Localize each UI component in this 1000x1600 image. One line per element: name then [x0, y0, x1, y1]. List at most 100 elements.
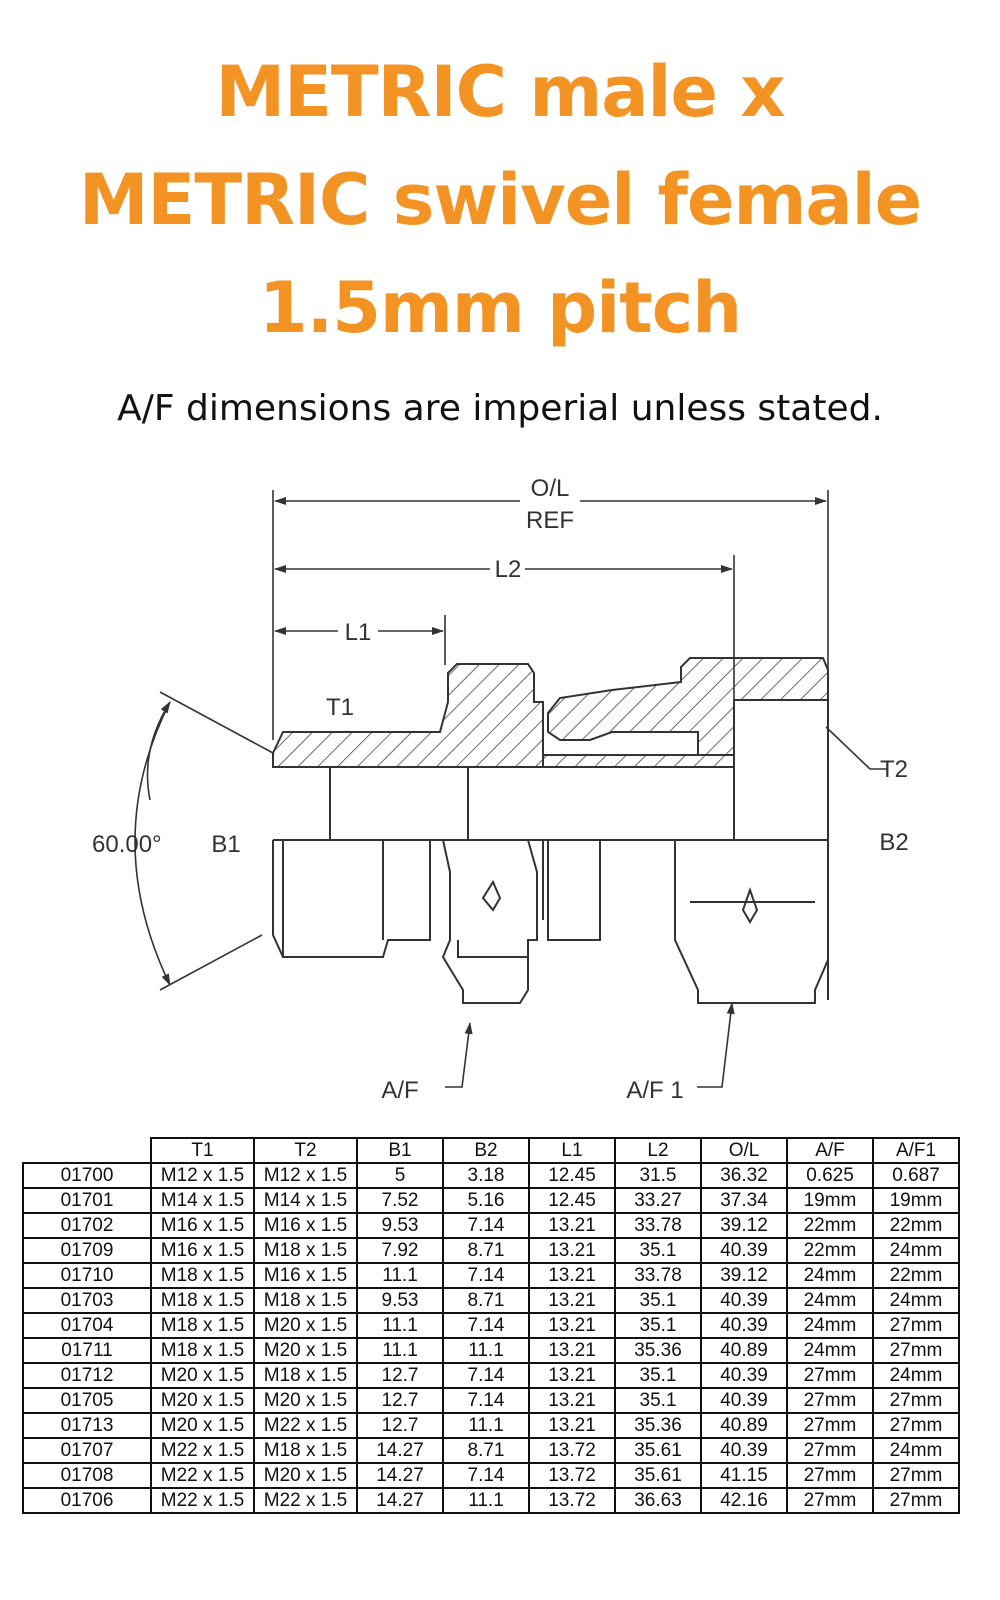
cell-l2: 36.63: [614, 1487, 702, 1514]
cell-t1: M16 x 1.5: [150, 1237, 255, 1264]
table-header-row: T1 T2 B1 B2 L1 L2 O/L A/F A/F1: [23, 1137, 960, 1164]
subtitle-note: A/F dimensions are imperial unless state…: [117, 388, 883, 429]
cell-l1: 13.21: [528, 1212, 616, 1239]
cell-af1: 27mm: [872, 1337, 960, 1364]
cell-b1: 14.27: [356, 1437, 444, 1464]
cell-b1: 7.52: [356, 1187, 444, 1214]
cell-ol: 37.34: [700, 1187, 788, 1214]
cell-af: 27mm: [786, 1387, 874, 1414]
cell-t1: M18 x 1.5: [150, 1287, 255, 1314]
cell-af1: 24mm: [872, 1437, 960, 1464]
cell-af1: 27mm: [872, 1312, 960, 1339]
label-af: A/F: [381, 1077, 418, 1104]
cell-af: 22mm: [786, 1237, 874, 1264]
cell-b1: 14.27: [356, 1462, 444, 1489]
label-l2: L2: [495, 556, 522, 583]
cell-b2: 11.1: [442, 1337, 530, 1364]
cell-part-number: 01705: [22, 1387, 152, 1414]
cell-af: 19mm: [786, 1187, 874, 1214]
cell-ol: 40.89: [700, 1412, 788, 1439]
cell-l1: 12.45: [528, 1187, 616, 1214]
cell-t2: M20 x 1.5: [253, 1462, 358, 1489]
cell-ol: 41.15: [700, 1462, 788, 1489]
cell-l2: 33.78: [614, 1262, 702, 1289]
cell-l2: 35.1: [614, 1237, 702, 1264]
cell-b2: 8.71: [442, 1437, 530, 1464]
cell-af1: 24mm: [872, 1362, 960, 1389]
cell-t1: M22 x 1.5: [150, 1437, 255, 1464]
cell-part-number: 01703: [22, 1287, 152, 1314]
cell-ol: 42.16: [700, 1487, 788, 1514]
cell-b1: 11.1: [356, 1337, 444, 1364]
cell-af1: 27mm: [872, 1487, 960, 1514]
header-t2: T2: [253, 1137, 358, 1164]
cell-t2: M18 x 1.5: [253, 1437, 358, 1464]
cell-l1: 13.21: [528, 1262, 616, 1289]
cell-b1: 9.53: [356, 1287, 444, 1314]
header-ol: O/L: [700, 1137, 788, 1164]
cell-t2: M20 x 1.5: [253, 1312, 358, 1339]
header-l2: L2: [614, 1137, 702, 1164]
cell-ol: 36.32: [700, 1162, 788, 1189]
cell-l2: 35.1: [614, 1362, 702, 1389]
cell-part-number: 01706: [22, 1487, 152, 1514]
dimension-lines: [134, 490, 888, 1088]
cell-af1: 22mm: [872, 1212, 960, 1239]
cell-l1: 13.21: [528, 1237, 616, 1264]
cell-b2: 5.16: [442, 1187, 530, 1214]
cell-part-number: 01708: [22, 1462, 152, 1489]
header-b1: B1: [356, 1137, 444, 1164]
cell-af: 24mm: [786, 1337, 874, 1364]
cell-t2: M20 x 1.5: [253, 1337, 358, 1364]
cell-part-number: 01707: [22, 1437, 152, 1464]
cell-l2: 31.5: [614, 1162, 702, 1189]
cell-af: 22mm: [786, 1212, 874, 1239]
cell-l2: 35.1: [614, 1387, 702, 1414]
cell-af1: 19mm: [872, 1187, 960, 1214]
cell-af1: 27mm: [872, 1412, 960, 1439]
cell-l2: 33.27: [614, 1187, 702, 1214]
cell-af1: 24mm: [872, 1287, 960, 1314]
cell-t2: M14 x 1.5: [253, 1187, 358, 1214]
cell-t1: M18 x 1.5: [150, 1262, 255, 1289]
cell-af: 27mm: [786, 1362, 874, 1389]
cell-t2: M16 x 1.5: [253, 1212, 358, 1239]
cell-l1: 13.21: [528, 1387, 616, 1414]
header-blank: [23, 1138, 151, 1164]
cell-l1: 13.72: [528, 1487, 616, 1514]
cell-t1: M20 x 1.5: [150, 1387, 255, 1414]
cell-part-number: 01702: [22, 1212, 152, 1239]
cell-af1: 0.687: [872, 1162, 960, 1189]
cell-af: 27mm: [786, 1462, 874, 1489]
cell-t1: M14 x 1.5: [150, 1187, 255, 1214]
cell-part-number: 01712: [22, 1362, 152, 1389]
cell-b2: 11.1: [442, 1487, 530, 1514]
cell-b2: 7.14: [442, 1262, 530, 1289]
cell-b1: 9.53: [356, 1212, 444, 1239]
cell-b2: 7.14: [442, 1462, 530, 1489]
cell-t2: M18 x 1.5: [253, 1287, 358, 1314]
label-ref: REF: [526, 507, 574, 534]
cell-t1: M20 x 1.5: [150, 1412, 255, 1439]
cell-b2: 7.14: [442, 1312, 530, 1339]
cell-l1: 13.72: [528, 1437, 616, 1464]
cell-t2: M22 x 1.5: [253, 1412, 358, 1439]
cell-af1: 22mm: [872, 1262, 960, 1289]
cell-b1: 12.7: [356, 1412, 444, 1439]
cell-l1: 13.21: [528, 1362, 616, 1389]
cell-ol: 40.39: [700, 1287, 788, 1314]
cell-l2: 35.1: [614, 1287, 702, 1314]
cell-af1: 27mm: [872, 1462, 960, 1489]
cell-ol: 40.89: [700, 1337, 788, 1364]
label-angle: 60.00°: [92, 831, 162, 858]
